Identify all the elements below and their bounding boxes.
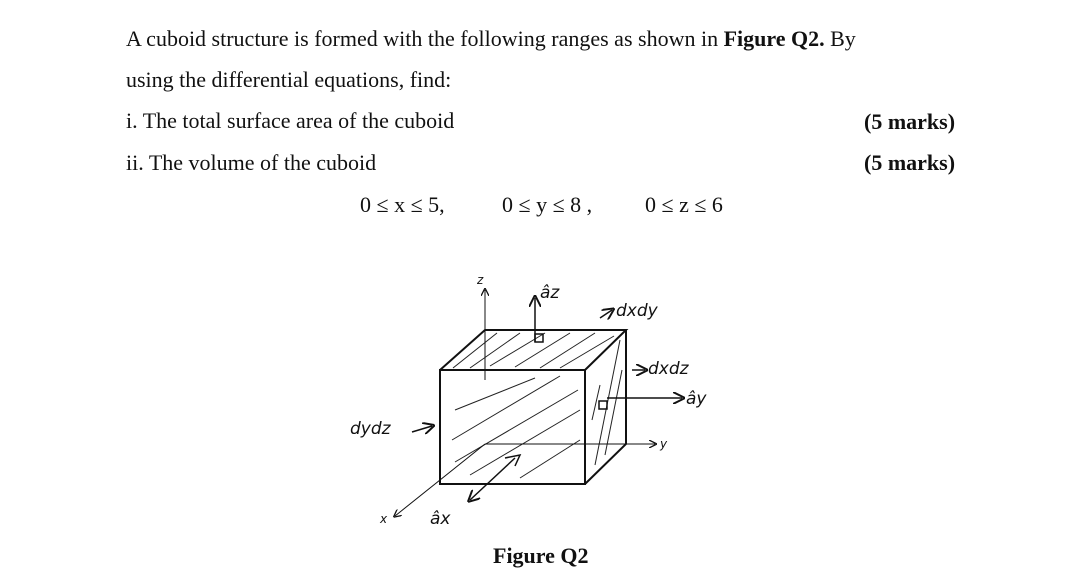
hatching: [451, 332, 623, 479]
marks-item-2: (5 marks): [864, 150, 956, 175]
figure-reference: Figure Q2.: [723, 26, 825, 51]
label-unit-y: ây: [686, 389, 707, 409]
question-intro-line-1: A cuboid structure is formed with the fo…: [126, 28, 856, 50]
axis-label-z: z: [476, 273, 484, 287]
label-dxdy: dxdy: [616, 301, 659, 321]
marks-item-1: (5 marks): [864, 109, 956, 134]
range-y: 0 ≤ y ≤ 8 ,: [502, 192, 593, 217]
label-unit-x: âx: [430, 509, 451, 529]
normal-arrows: [411, 298, 682, 500]
question-intro-line-2: using the differential equations, find:: [126, 67, 452, 92]
cuboid-figure: z y x âz dxdy dxdz ây dydz âx: [350, 273, 707, 529]
range-x: 0 ≤ x ≤ 5,: [360, 192, 445, 217]
axes: [395, 290, 655, 516]
intro-text: A cuboid structure is formed with the fo…: [126, 26, 724, 51]
range-z: 0 ≤ z ≤ 6: [645, 192, 723, 217]
question-item-1: i. The total surface area of the cuboid: [126, 108, 455, 133]
intro-text-end: By: [824, 26, 856, 51]
figure-caption: Figure Q2: [493, 543, 589, 568]
label-unit-z: âz: [540, 283, 560, 303]
cuboid-outline: [439, 329, 629, 485]
label-dydz: dydz: [350, 419, 392, 439]
axis-label-y: y: [659, 437, 668, 451]
axis-label-x: x: [379, 512, 388, 526]
question-item-2: ii. The volume of the cuboid: [126, 150, 377, 175]
label-dxdz: dxdz: [648, 359, 690, 379]
